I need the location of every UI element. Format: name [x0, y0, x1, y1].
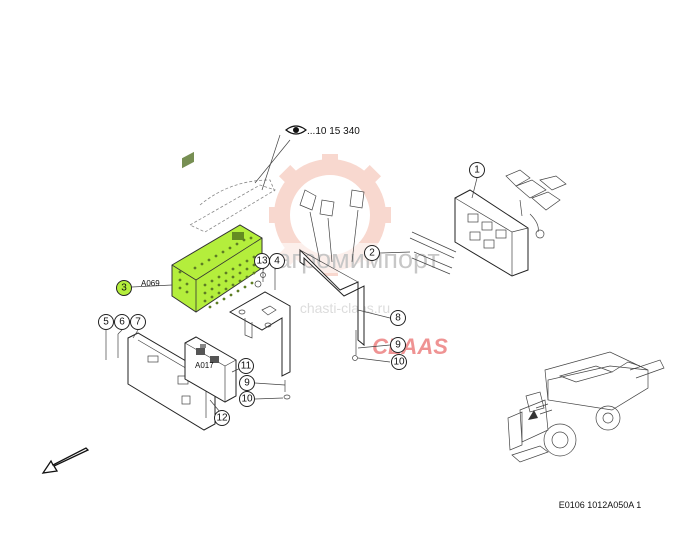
control-unit-a069-label: A069: [141, 279, 160, 288]
callout-3-label: 3: [121, 283, 127, 294]
eye-icon: [285, 125, 307, 135]
callout-10-center-label: 10: [393, 357, 405, 368]
module-a017-label: A017: [195, 361, 214, 370]
callout-11[interactable]: 11: [238, 358, 254, 374]
callout-9-center-label: 9: [395, 340, 401, 351]
callout-6-label: 6: [119, 317, 125, 328]
callout-1[interactable]: 1: [469, 162, 485, 178]
callout-2-label: 2: [369, 248, 375, 259]
callout-10-lower[interactable]: 10: [239, 391, 255, 407]
callout-9-lower-label: 9: [244, 378, 250, 389]
callout-12-label: 12: [216, 413, 228, 424]
control-unit-body: [171, 224, 263, 313]
ghost-outline: [189, 134, 365, 263]
combine-harvester-icon: [507, 351, 665, 463]
connector-cluster: [505, 169, 567, 239]
reference-number: ...10 15 340: [307, 126, 360, 137]
callout-5-label: 5: [103, 317, 109, 328]
callout-9-lower[interactable]: 9: [239, 375, 255, 391]
callout-3[interactable]: 3: [116, 280, 132, 296]
direction-arrow-icon: [41, 447, 90, 474]
callout-7[interactable]: 7: [130, 314, 146, 330]
rails[interactable]: [409, 231, 457, 275]
callout-12[interactable]: 12: [214, 410, 230, 426]
watermark-site: chasti-claas.ru: [300, 300, 390, 316]
callout-13-label: 13: [256, 256, 268, 267]
callout-10-center[interactable]: 10: [391, 354, 407, 370]
right-bracket[interactable]: [454, 189, 529, 277]
center-bracket[interactable]: [299, 248, 365, 355]
callout-9-center[interactable]: 9: [390, 337, 406, 353]
callout-7-label: 7: [135, 317, 141, 328]
callout-13[interactable]: 13: [254, 253, 270, 269]
callout-4-label: 4: [274, 256, 280, 267]
control-unit-vents: [178, 236, 256, 309]
hardware: [254, 268, 358, 400]
watermark-brand: CLAAS: [372, 334, 448, 359]
module-a017[interactable]: A017: [184, 336, 237, 403]
callout-6[interactable]: 6: [114, 314, 130, 330]
callout-5[interactable]: 5: [98, 314, 114, 330]
reference-label: ...10 15 340: [285, 125, 360, 137]
callout-1-label: 1: [474, 165, 480, 176]
callout-8-label: 8: [395, 313, 401, 324]
callout-4[interactable]: 4: [269, 253, 285, 269]
callout-2[interactable]: 2: [364, 245, 380, 261]
callout-11-label: 11: [241, 361, 252, 372]
mounting-plate[interactable]: [228, 291, 291, 377]
callout-8[interactable]: 8: [390, 310, 406, 326]
leader-lines: [105, 177, 478, 413]
control-unit-a069[interactable]: A069: [141, 151, 263, 313]
drawing-code: E0106 1012A050A 1: [559, 500, 642, 510]
callout-10-lower-label: 10: [241, 394, 253, 405]
